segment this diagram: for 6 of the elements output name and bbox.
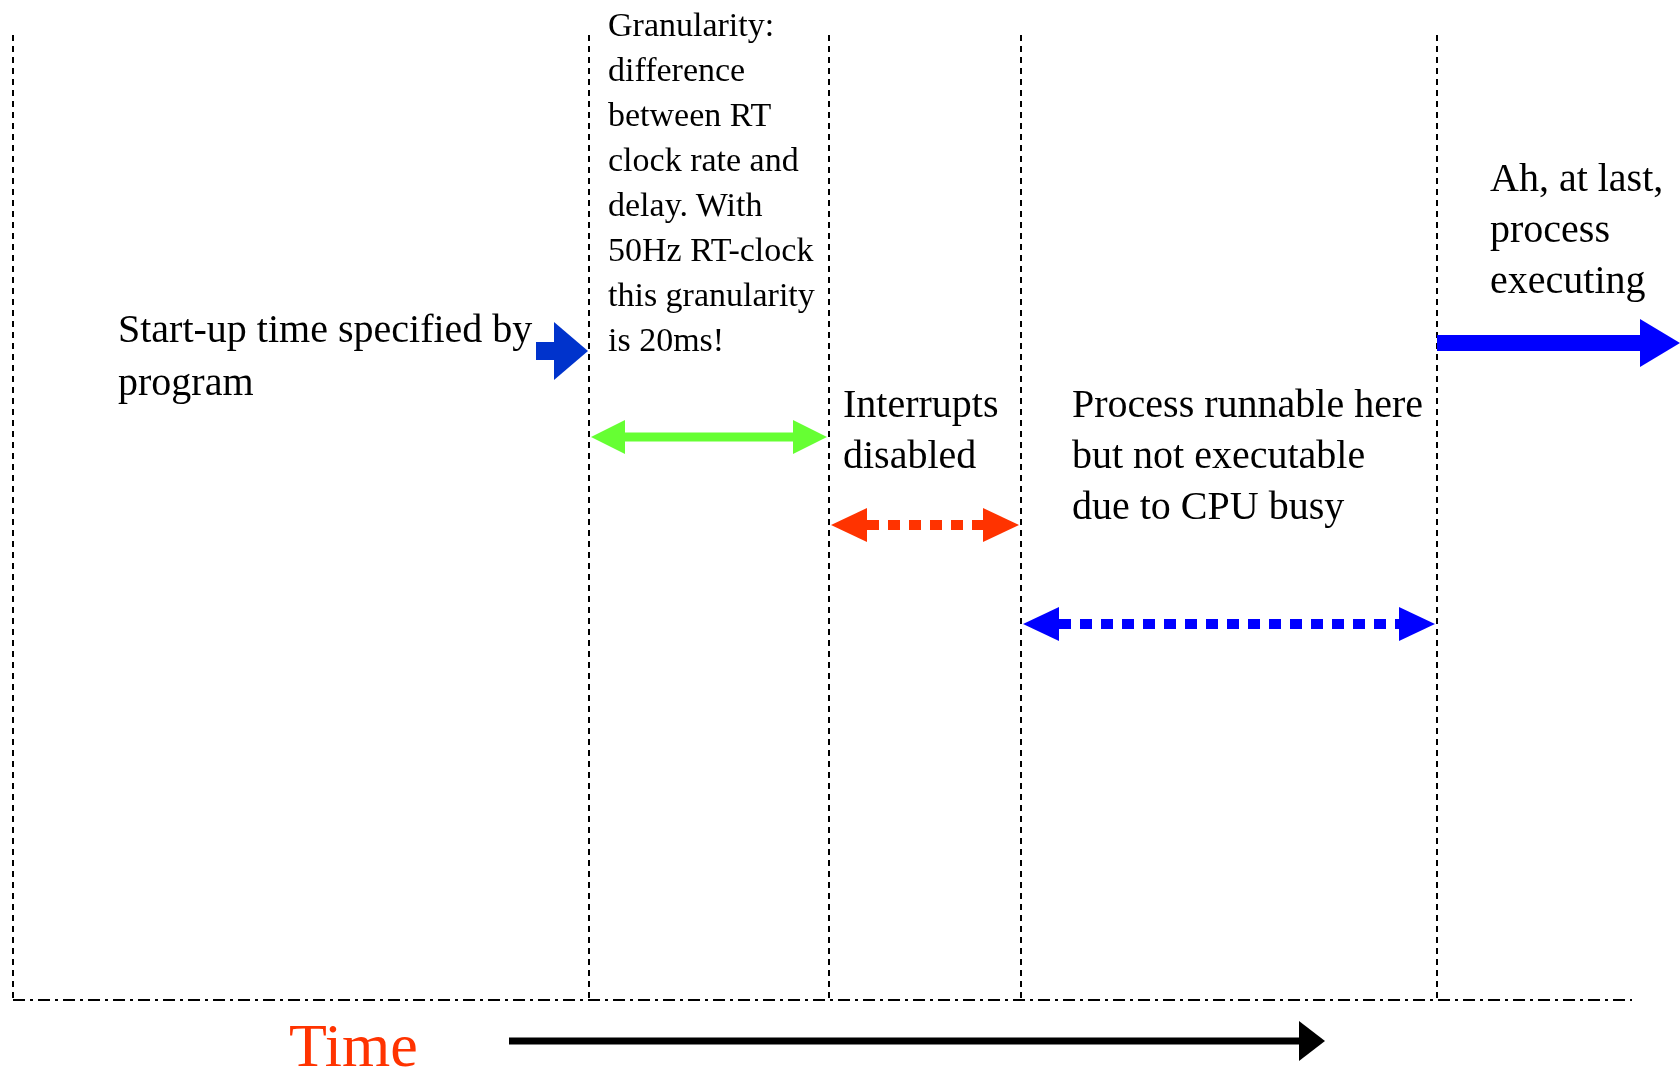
axis-label: Time xyxy=(289,1010,419,1073)
annotation-text: Granularity: difference between RT clock rate and delay. With 50Hz RT-clock this granularity is 20ms! xyxy=(608,5,816,360)
annotation-text: Process runnable here but not executable due to CPU busy xyxy=(1072,380,1424,530)
annotation-text: Start-up time specified by program xyxy=(118,305,534,406)
annotation-text: Ah, at last, process executing xyxy=(1490,154,1665,304)
annotation-text: Interrupts disabled xyxy=(843,380,1000,479)
